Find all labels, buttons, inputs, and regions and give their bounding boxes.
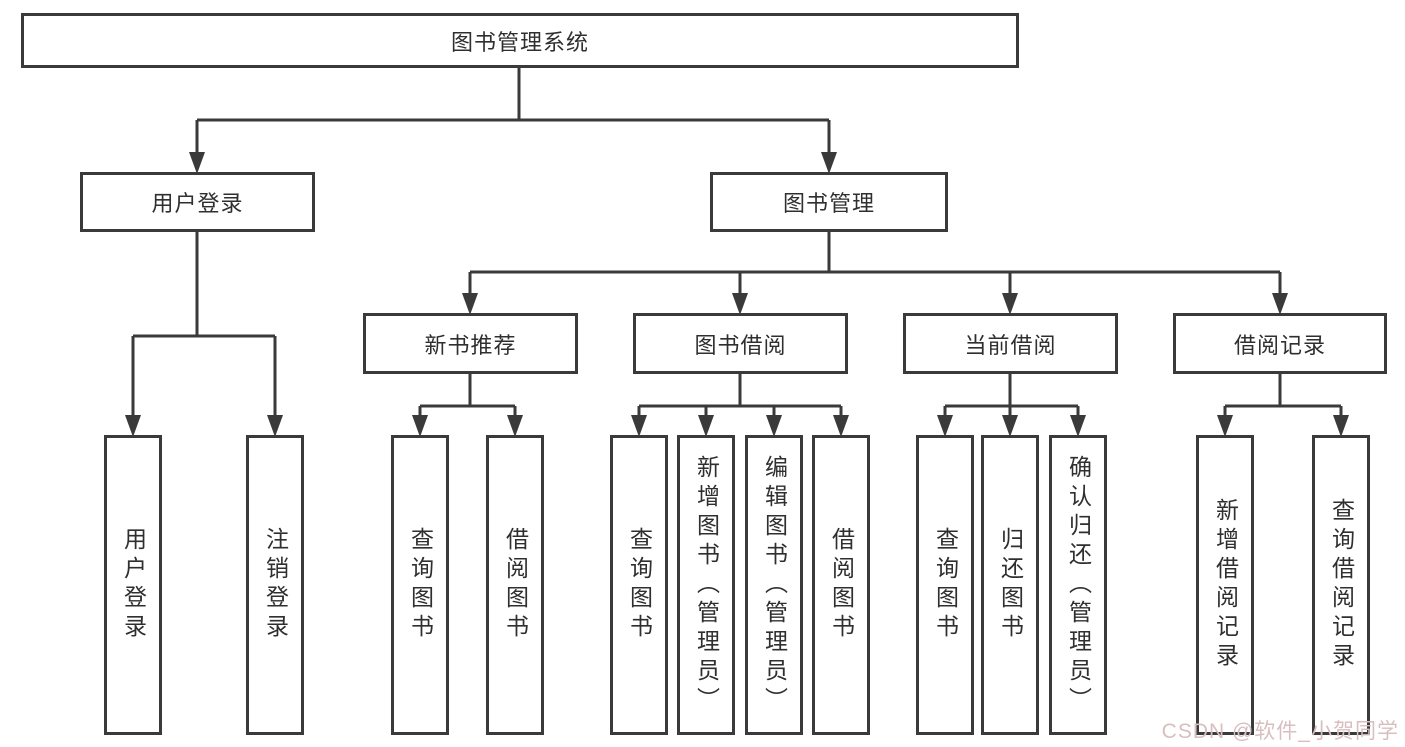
node-leaf-user-login: 用户登录 [104, 435, 162, 735]
arrowhead-icon [1217, 415, 1233, 437]
node-leaf-label: 借阅图书 [502, 527, 529, 643]
node-leaf-confirm-return-admin: 确认归还（管理员） [1049, 435, 1107, 735]
node-leaf-borrow-books-2: 借阅图书 [812, 435, 870, 735]
node-book-management: 图书管理 [710, 172, 948, 232]
node-leaf-borrow-books-1: 借阅图书 [486, 435, 544, 735]
arrowhead-icon [833, 415, 849, 437]
node-new-book-recommend-label: 新书推荐 [424, 332, 517, 358]
arrowhead-icon [1272, 293, 1288, 315]
node-leaf-logout: 注销登录 [246, 435, 304, 735]
node-leaf-return-book: 归还图书 [981, 435, 1039, 735]
node-borrow-record: 借阅记录 [1173, 313, 1387, 374]
node-current-borrow-label: 当前借阅 [964, 332, 1057, 358]
node-leaf-label: 借阅图书 [828, 527, 855, 643]
node-user-login-label: 用户登录 [151, 191, 244, 216]
node-leaf-label: 编辑图书（管理员） [761, 454, 788, 716]
arrowhead-icon [412, 415, 428, 437]
arrowhead-icon [267, 415, 283, 437]
arrowhead-icon [1002, 415, 1018, 437]
node-leaf-label: 确认归还（管理员） [1065, 454, 1092, 716]
node-leaf-label: 查询借阅记录 [1328, 498, 1355, 672]
node-leaf-label: 新增图书（管理员） [693, 454, 720, 716]
arrowhead-icon [1002, 293, 1018, 315]
node-new-book-recommend: 新书推荐 [363, 313, 578, 374]
node-book-management-label: 图书管理 [782, 191, 875, 216]
node-leaf-query-books-3: 查询图书 [916, 435, 974, 735]
node-leaf-label: 查询图书 [626, 527, 653, 643]
node-leaf-edit-book-admin: 编辑图书（管理员） [745, 435, 803, 735]
arrowhead-icon [631, 415, 647, 437]
node-root: 图书管理系统 [21, 13, 1019, 68]
node-book-borrow-label: 图书借阅 [694, 332, 787, 358]
node-leaf-label: 注销登录 [262, 527, 289, 643]
arrowhead-icon [732, 293, 748, 315]
node-leaf-label: 查询图书 [407, 527, 434, 643]
arrowhead-icon [766, 415, 782, 437]
arrowhead-icon [698, 415, 714, 437]
node-leaf-add-book-admin: 新增图书（管理员） [677, 435, 735, 735]
node-book-borrow: 图书借阅 [633, 313, 848, 374]
arrowhead-icon [1333, 415, 1349, 437]
node-leaf-label: 新增借阅记录 [1212, 498, 1239, 672]
node-leaf-label: 查询图书 [932, 527, 959, 643]
node-root-label: 图书管理系统 [450, 29, 589, 55]
node-leaf-query-books-2: 查询图书 [610, 435, 668, 735]
arrowhead-icon [821, 152, 837, 174]
node-leaf-query-borrow-record: 查询借阅记录 [1312, 435, 1370, 735]
node-leaf-label: 归还图书 [997, 527, 1024, 643]
arrowhead-icon [937, 415, 953, 437]
arrowhead-icon [507, 415, 523, 437]
node-current-borrow: 当前借阅 [903, 313, 1118, 374]
arrowhead-icon [1070, 415, 1086, 437]
node-user-login: 用户登录 [80, 172, 315, 232]
arrowhead-icon [189, 152, 205, 174]
node-leaf-label: 用户登录 [120, 527, 147, 643]
node-leaf-query-books-1: 查询图书 [391, 435, 449, 735]
node-borrow-record-label: 借阅记录 [1233, 332, 1326, 358]
arrowhead-icon [125, 415, 141, 437]
node-leaf-add-borrow-record: 新增借阅记录 [1196, 435, 1254, 735]
arrowhead-icon [462, 293, 478, 315]
